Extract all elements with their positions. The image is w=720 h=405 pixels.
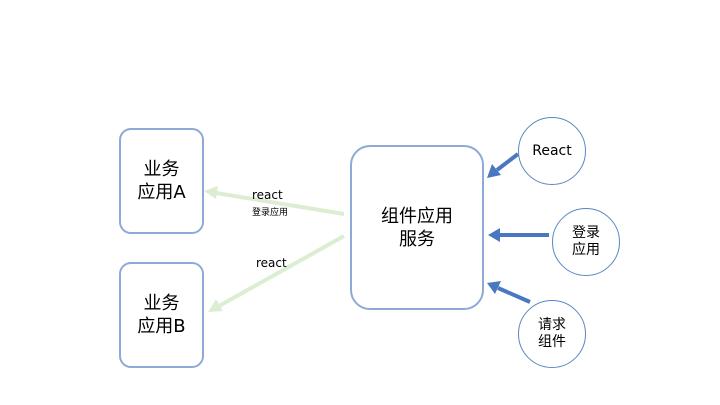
node-react: React (518, 117, 586, 185)
node-component-service: 组件应用 服务 (350, 145, 484, 310)
node-app-b-line1: 业务 (143, 293, 180, 314)
arrow-to-app-b (208, 234, 345, 312)
edge-label-app-b-react: react (256, 256, 287, 270)
arrow-to-app-a (204, 186, 345, 216)
node-app-a-line1: 业务 (143, 159, 180, 180)
node-app-a-line2: 应用A (137, 182, 186, 203)
node-app-b-line2: 应用B (137, 316, 186, 337)
node-request-component-line1: 请求 (538, 317, 566, 333)
node-login-app-line1: 登录 (572, 225, 600, 241)
node-request-component-line2: 组件 (538, 334, 566, 350)
node-react-label: React (532, 142, 572, 159)
node-app-a: 业务 应用A (119, 128, 204, 234)
node-app-b: 业务 应用B (119, 262, 204, 368)
node-login-app: 登录 应用 (552, 208, 620, 276)
edge-label-app-a-login: 登录应用 (252, 208, 289, 218)
arrow-from-react (487, 152, 520, 178)
node-request-component: 请求 组件 (518, 300, 586, 368)
arrow-from-login-app (488, 228, 549, 242)
node-component-service-line1: 组件应用 (381, 205, 453, 227)
arrow-from-request-component (487, 281, 531, 304)
node-component-service-line2: 服务 (399, 228, 435, 250)
edge-label-app-a-react: react (252, 188, 283, 202)
node-login-app-line2: 应用 (572, 242, 600, 258)
